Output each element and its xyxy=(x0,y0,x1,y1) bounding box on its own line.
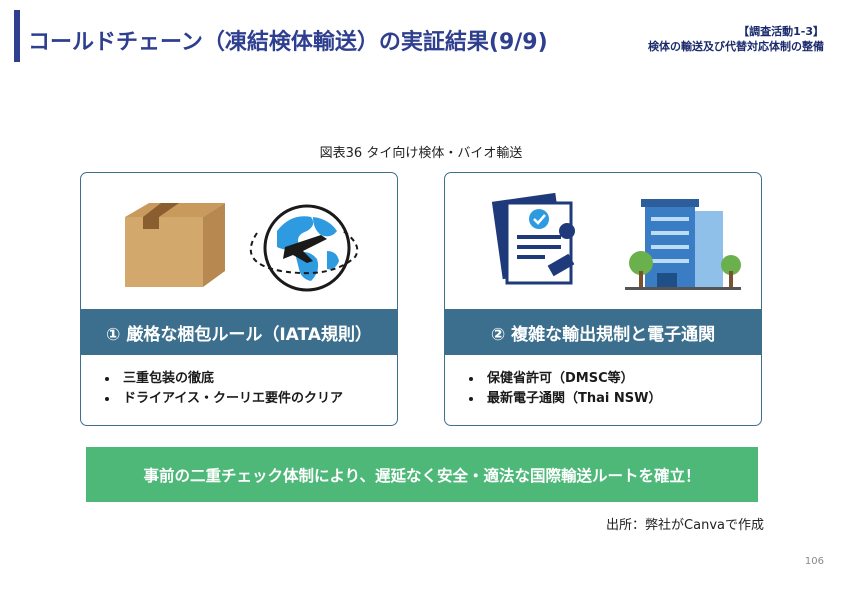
export-regulation-heading: ② 複雑な輸出規制と電子通関 xyxy=(445,309,761,355)
section-tag-line1: 【調査活動1-3】 xyxy=(738,25,824,38)
packaging-rules-heading: ① 厳格な梱包ルール（IATA規則） xyxy=(81,309,397,355)
packaging-rules-card: ① 厳格な梱包ルール（IATA規則） 三重包装の徹底 ドライアイス・クーリエ要件… xyxy=(80,172,398,426)
section-tag: 【調査活動1-3】 検体の輸送及び代替対応体制の整備 xyxy=(648,24,824,54)
section-tag-line2: 検体の輸送及び代替対応体制の整備 xyxy=(648,40,824,53)
cardboard-box-icon xyxy=(125,203,225,287)
page-title: コールドチェーン（凍結検体輸送）の実証結果(9/9) xyxy=(28,30,548,55)
source-note: 出所：弊社がCanvaで作成 xyxy=(606,518,764,533)
export-regulation-card: ② 複雑な輸出規制と電子通関 保健省許可（DMSC等） 最新電子通関（Thai … xyxy=(444,172,762,426)
list-item: 三重包装の徹底 xyxy=(119,369,343,389)
office-building-icon xyxy=(625,199,741,290)
list-item: 保健省許可（DMSC等） xyxy=(483,369,661,389)
list-item: 最新電子通関（Thai NSW） xyxy=(483,389,661,409)
title-accent-bar xyxy=(14,10,20,62)
page-number: 106 xyxy=(804,556,824,567)
list-item: ドライアイス・クーリエ要件のクリア xyxy=(119,389,343,409)
card-icons xyxy=(81,173,397,309)
conclusion-banner: 事前の二重チェック体制により、遅延なく安全・適法な国際輸送ルートを確立！ xyxy=(86,447,758,502)
figure-caption: 図表36 タイ向け検体・バイオ輸送 xyxy=(319,146,523,161)
globe-airplane-icon xyxy=(249,204,359,292)
certified-document-icon xyxy=(491,192,575,285)
export-regulation-list: 保健省許可（DMSC等） 最新電子通関（Thai NSW） xyxy=(465,369,661,409)
card-icons xyxy=(445,173,761,309)
packaging-rules-list: 三重包装の徹底 ドライアイス・クーリエ要件のクリア xyxy=(101,369,343,409)
